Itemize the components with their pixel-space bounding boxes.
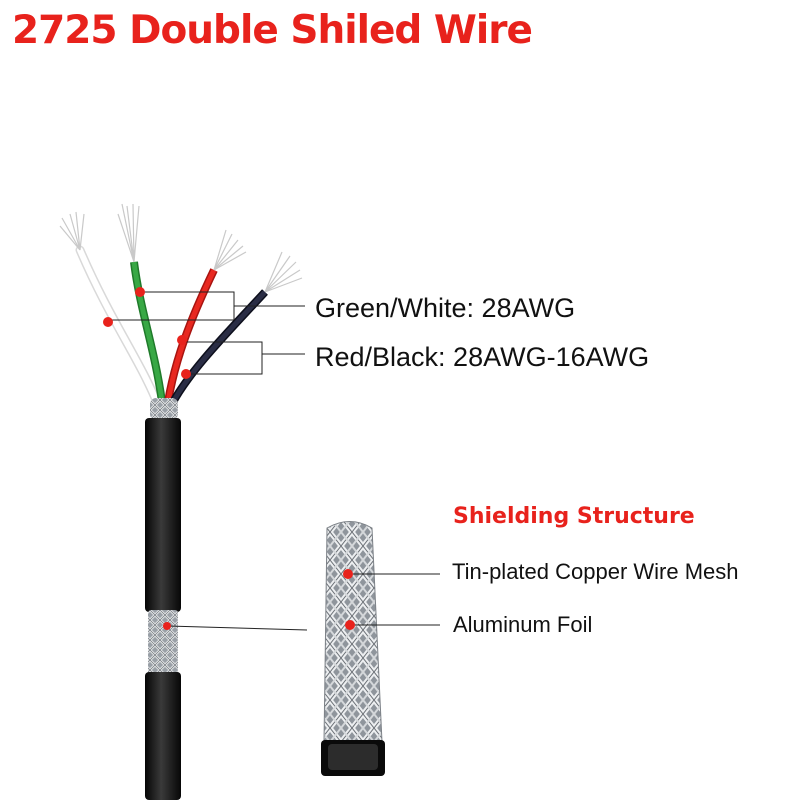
shielding-heading: Shielding Structure [453, 504, 695, 529]
shielding-closeup [321, 521, 440, 776]
cable-jacket-lower [145, 672, 181, 800]
black-wire [168, 251, 303, 406]
cable-jacket-upper [145, 418, 181, 612]
cable-braid-section [148, 610, 178, 676]
label-green-white: Green/White: 28AWG [315, 293, 576, 323]
green-wire [117, 203, 166, 403]
label-red-black: Red/Black: 28AWG-16AWG [315, 342, 650, 372]
label-foil: Aluminum Foil [453, 612, 593, 637]
label-mesh: Tin-plated Copper Wire Mesh [452, 559, 739, 584]
leader-lines-top [108, 291, 308, 631]
top-braid [150, 398, 178, 420]
page-title: 2725 Double Shiled Wire [12, 8, 533, 53]
marker-dots [103, 287, 191, 630]
white-wire [59, 211, 163, 410]
